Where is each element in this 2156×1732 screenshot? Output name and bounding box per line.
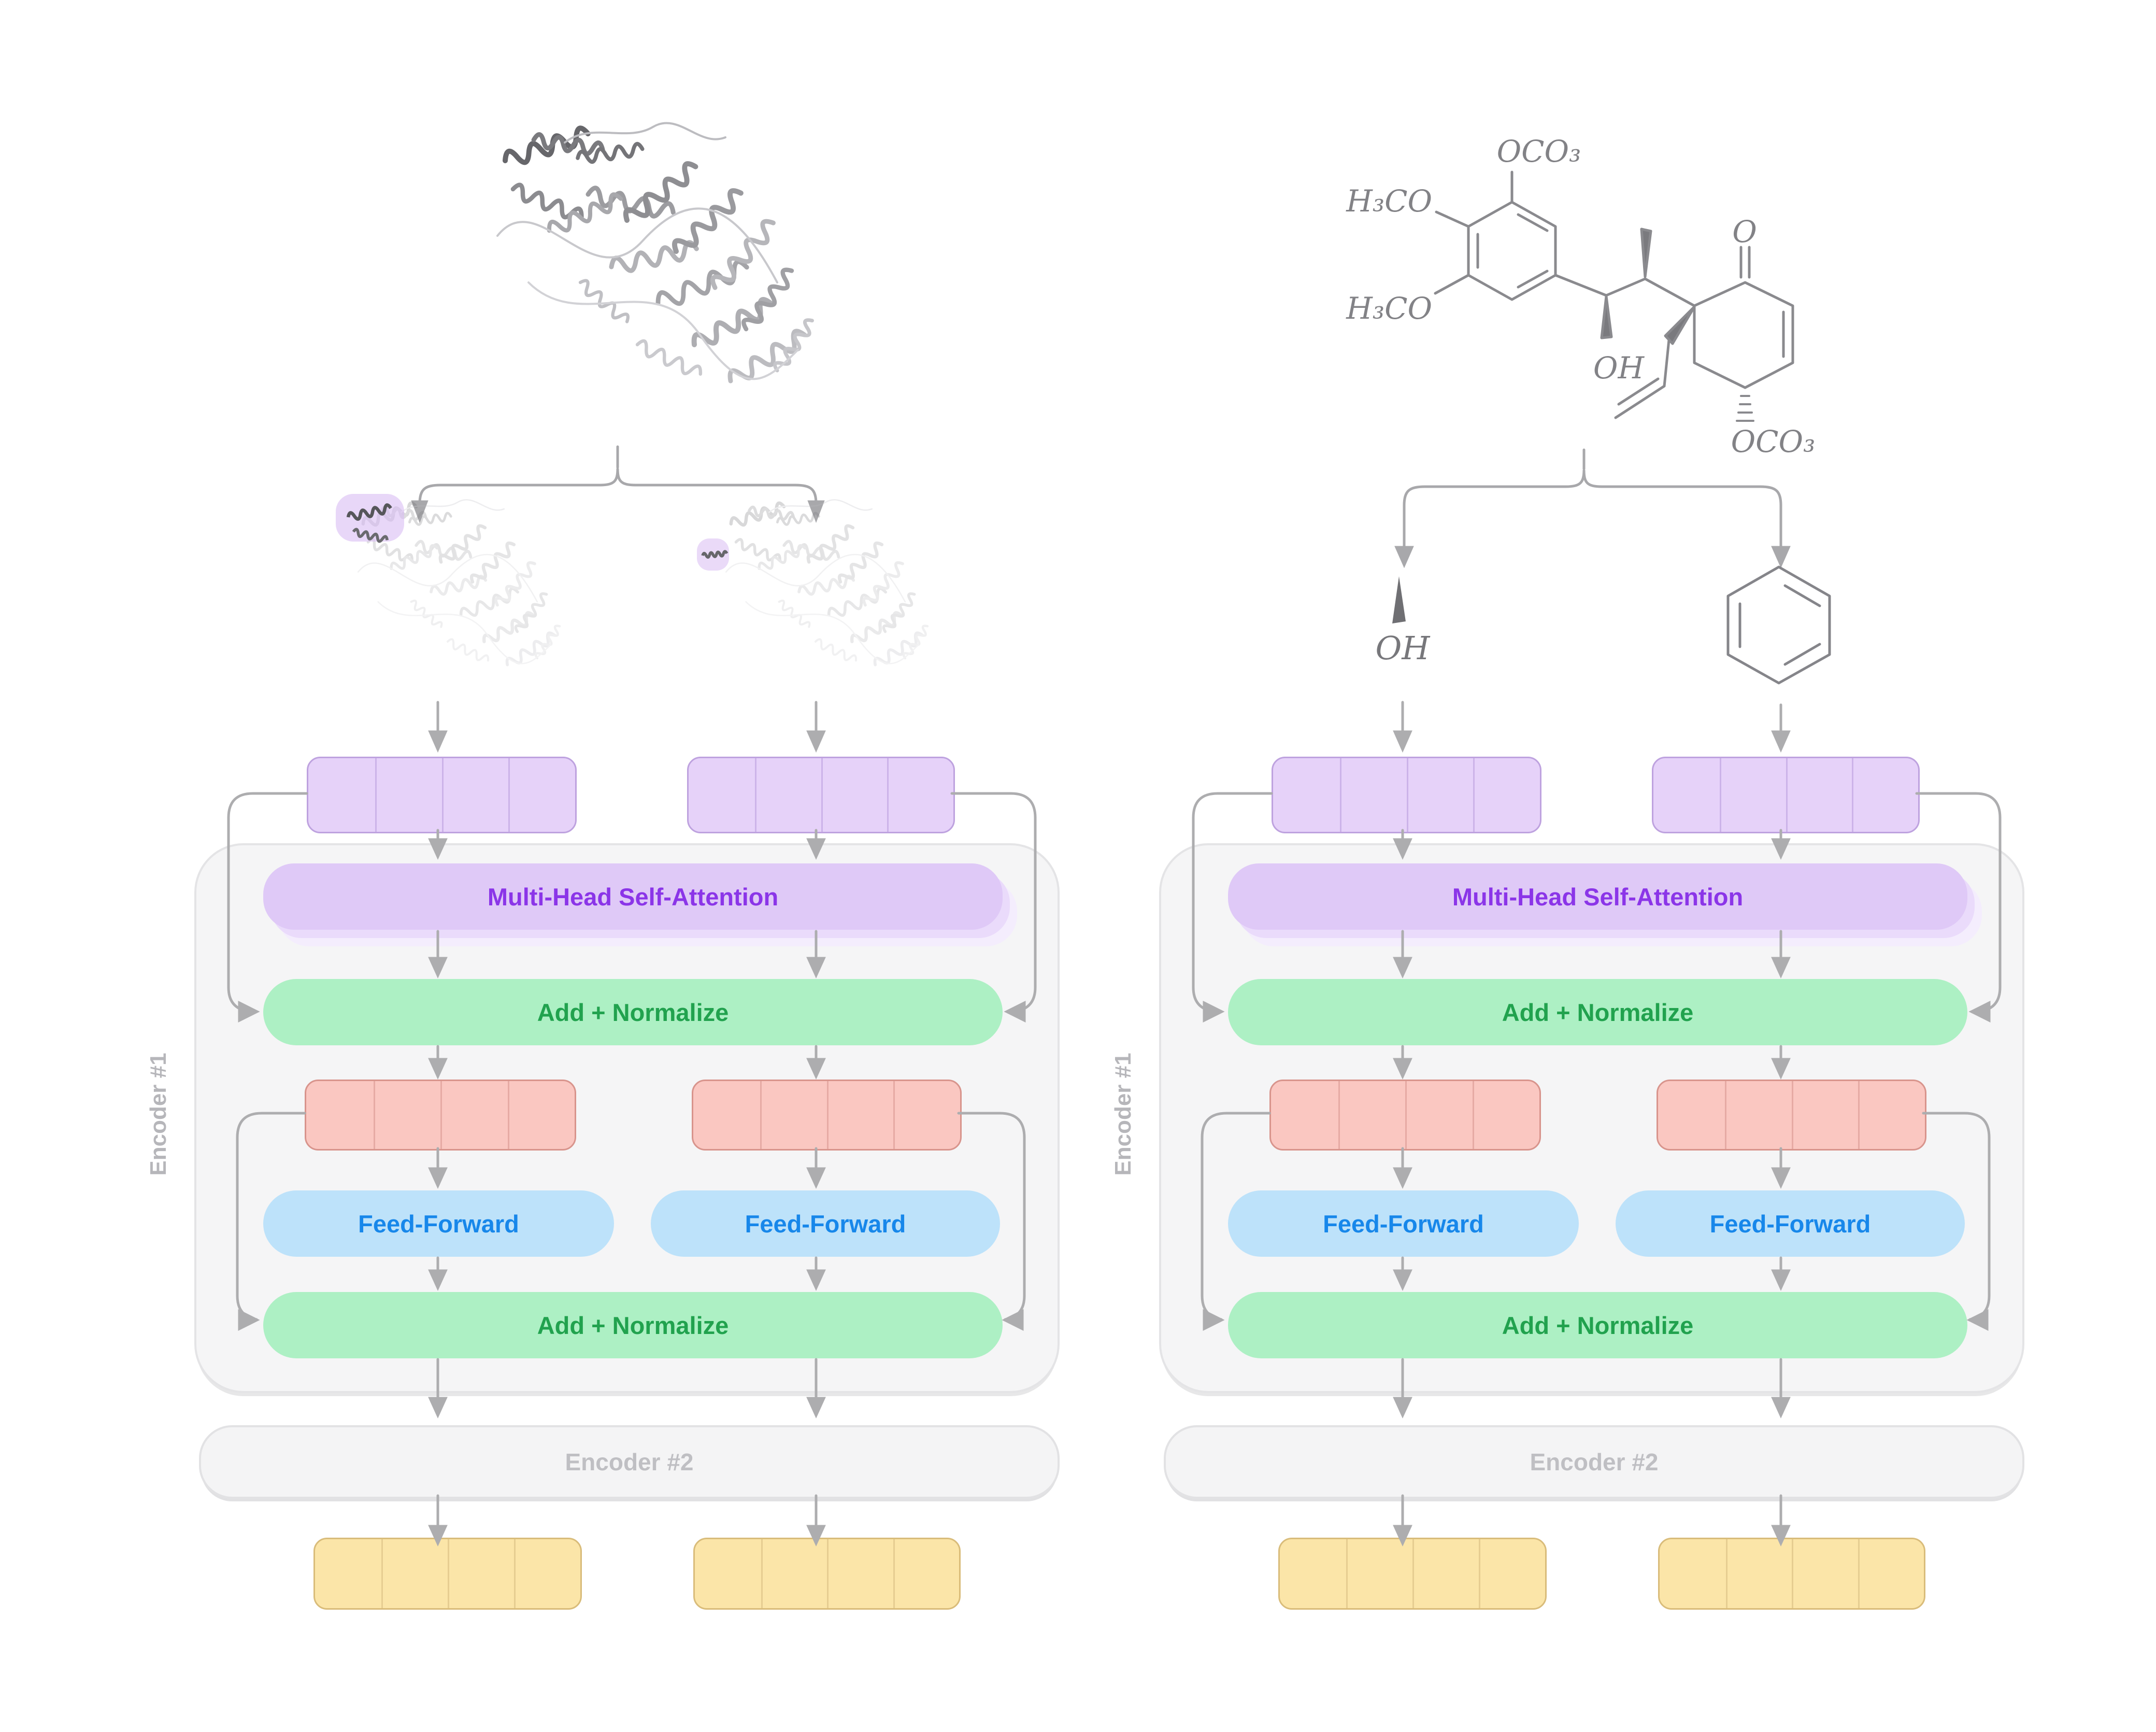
- add-normalize-label: Add + Normalize: [1502, 998, 1694, 1026]
- add-normalize-box-1: Add + Normalize: [263, 979, 1003, 1045]
- brace-arrowhead-right: [807, 500, 825, 523]
- protein-column: Encoder #1 Multi-Head Self-Attention Add…: [146, 0, 1060, 1610]
- multi-head-self-attention-label: Multi-Head Self-Attention: [1452, 883, 1744, 911]
- protein-structure-illustration: [497, 123, 817, 387]
- feed-forward-box-left: Feed-Forward: [263, 1190, 614, 1257]
- embedding-token-row-right: [687, 757, 955, 833]
- molecule-column: Encoder #1 Multi-Head Self-Attention Add…: [965, 0, 2043, 1732]
- output-token-row-left: [1278, 1538, 1547, 1610]
- molecule-label-ketone-o: O: [1732, 214, 1757, 249]
- embedding-token-row-left: [1272, 757, 1541, 833]
- fragment-highlight-right: [697, 538, 729, 571]
- molecule-label-h3co-upper: H₃CO: [1346, 183, 1432, 219]
- molecule-label-oco3-bottom: OCO₃: [1731, 424, 1816, 459]
- molecule-label-oco3-top: OCO₃: [1497, 134, 1581, 169]
- feed-forward-label: Feed-Forward: [1709, 1210, 1871, 1238]
- multi-head-self-attention-box: Multi-Head Self-Attention: [1228, 863, 1967, 930]
- hidden-token-row-right: [1657, 1080, 1926, 1151]
- multi-head-self-attention-label: Multi-Head Self-Attention: [487, 883, 779, 911]
- add-normalize-label: Add + Normalize: [537, 998, 729, 1026]
- hidden-token-row-right: [692, 1080, 962, 1151]
- feed-forward-box-right: Feed-Forward: [651, 1190, 1000, 1257]
- feed-forward-label: Feed-Forward: [358, 1210, 519, 1238]
- feed-forward-box-left: Feed-Forward: [1228, 1190, 1579, 1257]
- add-normalize-box-2: Add + Normalize: [263, 1292, 1003, 1358]
- split-brace: [411, 445, 825, 523]
- brace-arrowhead-left: [411, 500, 429, 523]
- benzene-ring-fragment: [1726, 565, 1831, 685]
- molecule-label-oh: OH: [1593, 350, 1645, 386]
- add-normalize-box-2: Add + Normalize: [1228, 1292, 1967, 1358]
- encoder-1-label: Encoder #1: [146, 1053, 171, 1176]
- protein-fragment-right: [726, 500, 930, 669]
- output-token-row-left: [313, 1538, 582, 1610]
- encoder-2-box: Encoder #2: [1164, 1425, 2024, 1499]
- hidden-token-row-left: [305, 1080, 576, 1151]
- embedding-token-row-left: [307, 757, 577, 833]
- encoder-2-label: Encoder #2: [565, 1449, 694, 1475]
- add-normalize-box-1: Add + Normalize: [1228, 979, 1967, 1045]
- feed-forward-label: Feed-Forward: [745, 1210, 906, 1238]
- output-token-row-right: [1658, 1538, 1925, 1610]
- add-normalize-label: Add + Normalize: [1502, 1311, 1694, 1339]
- molecule-label-h3co-lower: H₃CO: [1346, 291, 1432, 326]
- encoder-2-label: Encoder #2: [1530, 1449, 1659, 1475]
- add-normalize-label: Add + Normalize: [537, 1311, 729, 1339]
- fragment-oh-label: OH: [1376, 629, 1431, 667]
- molecule-labels: OCO₃ H₃CO H₃CO O OH OCO₃: [1346, 134, 1815, 459]
- protein-fragment-left: [358, 500, 562, 669]
- encoder-1-label: Encoder #1: [1110, 1053, 1136, 1176]
- hidden-token-row-left: [1269, 1080, 1541, 1151]
- embedding-token-row-right: [1652, 757, 1920, 833]
- feed-forward-box-right: Feed-Forward: [1616, 1190, 1965, 1257]
- fragment-highlight-left: [336, 494, 404, 543]
- multi-head-self-attention-box: Multi-Head Self-Attention: [263, 863, 1003, 930]
- feed-forward-label: Feed-Forward: [1323, 1210, 1484, 1238]
- hydroxyl-fragment: OH: [1376, 576, 1431, 667]
- output-token-row-right: [693, 1538, 961, 1610]
- split-brace: [1394, 448, 1791, 569]
- encoder-2-box: Encoder #2: [199, 1425, 1060, 1499]
- molecule-structure-illustration: [1434, 171, 1794, 422]
